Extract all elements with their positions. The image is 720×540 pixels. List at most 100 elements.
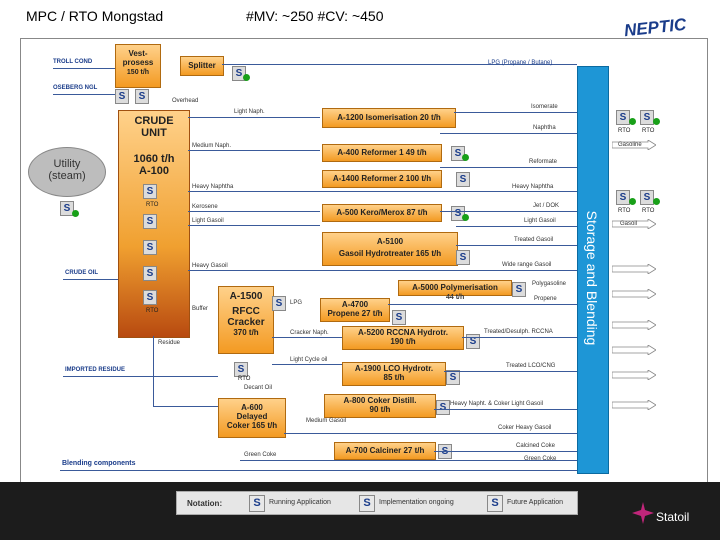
future-app-icon: S: [487, 495, 503, 512]
rto-label: RTO: [642, 208, 655, 214]
unit-a5100: A-5100 Gasoil Hydrotreater 165 t/h: [322, 232, 458, 266]
stream-medium-gasoil: Medium Gasoil: [306, 418, 347, 424]
input-crude-oil: CRUDE OIL: [65, 270, 98, 276]
stream-buffer: Buffer: [192, 306, 208, 312]
rto-label: RTO: [618, 128, 631, 134]
unit-a1900: A-1900 LCO Hydrotr. 85 t/h: [342, 362, 446, 386]
s-icon: S: [456, 172, 470, 187]
rs-reformate: Reformate: [529, 159, 558, 165]
rto-label: RTO: [146, 202, 159, 208]
s-icon: S: [135, 89, 149, 104]
legend-future: Future Application: [507, 499, 564, 506]
stream-green-coke: Green Coke: [244, 452, 277, 458]
unit-a4700: A-4700 Propene 27 t/h: [320, 298, 390, 322]
unit-a600-coker: A-600 Delayed Coker 165 t/h: [218, 398, 286, 438]
rs-light-gasoil: Light Gasoil: [524, 218, 556, 224]
s-icon: S: [60, 201, 74, 216]
status-dot: [629, 198, 636, 205]
stream-cracker-naph: Cracker Naph.: [290, 330, 329, 336]
stream-light-cycle: Light Cycle oil: [290, 357, 328, 363]
product-arrow: [612, 264, 656, 274]
unit-a700: A-700 Calciner 27 t/h: [334, 442, 436, 460]
status-dot: [243, 74, 250, 81]
rs-green-coke: Green Coke: [524, 456, 557, 462]
s-icon: S: [115, 89, 129, 104]
rs-naphtha: Naphtha: [533, 125, 556, 131]
s-icon: S: [143, 266, 157, 281]
s-icon: S: [456, 250, 470, 265]
rs-treated-lco: Treated LCO/CNG: [506, 363, 556, 369]
unit-a5000-rate: 44 t/h: [446, 294, 465, 301]
s-icon: S: [143, 290, 157, 305]
splitter-unit: Splitter: [180, 56, 224, 76]
legend-running: Running Application: [269, 499, 331, 506]
status-dot: [653, 198, 660, 205]
rs-wide-range: Wide range Gasoil: [502, 262, 552, 268]
notation-legend: Notation: S Running Application S Implem…: [176, 491, 578, 515]
rs-propene: Propene: [534, 296, 557, 302]
utility-steam: Utility (steam): [28, 147, 106, 197]
gasoline-arrow: [612, 140, 656, 150]
stream-kerosene: Kerosene: [192, 204, 218, 210]
unit-a1200: A-1200 Isomerisation 20 t/h: [322, 108, 456, 128]
s-icon: S: [143, 184, 157, 199]
input-troll-cond: TROLL COND: [53, 59, 93, 65]
rto-label: RTO: [642, 128, 655, 134]
s-icon: S: [451, 146, 465, 161]
stream-residue: Residue: [158, 340, 181, 346]
blending-components: Blending components: [62, 460, 136, 467]
rs-polygasoline: Polygasoline: [532, 281, 567, 287]
vest-prosess-unit: Vest- prosess 150 t/h: [115, 44, 161, 88]
s-icon: S: [640, 110, 654, 125]
s-icon: S: [143, 240, 157, 255]
product-gasoline: Gasoline: [618, 142, 642, 148]
status-dot: [462, 214, 469, 221]
status-dot: [629, 118, 636, 125]
product-gasoil: Gasoil: [620, 221, 638, 227]
product-arrow: [612, 345, 656, 355]
status-dot: [462, 154, 469, 161]
rto-label: RTO: [618, 208, 631, 214]
stream-medium-naph: Medium Naph.: [192, 143, 232, 149]
implementation-icon: S: [359, 495, 375, 512]
stream-lpg-top: LPG (Propane / Butane): [488, 60, 553, 66]
storage-blending-label: Storage and Blending: [584, 210, 600, 346]
s-icon: S: [392, 310, 406, 325]
s-icon: S: [512, 282, 526, 297]
rto-label: RTO: [146, 308, 159, 314]
stream-light-gasoil: Light Gasoil: [192, 218, 224, 224]
s-icon: S: [616, 190, 630, 205]
unit-a5200: A-5200 RCCNA Hydrotr. 190 t/h: [342, 326, 464, 350]
rs-heavy-naphtha: Heavy Naphtha: [512, 184, 554, 190]
rs-treated-desulph: Treated/Desulph. RCCNA: [484, 329, 553, 335]
unit-a400: A-400 Reformer 1 49 t/h: [322, 144, 442, 162]
product-arrow: [612, 289, 656, 299]
rto-label: RTO: [238, 376, 251, 382]
mv-cv-count: #MV: ~250 #CV: ~450: [246, 8, 384, 24]
input-oseberg-ngl: OSEBERG NGL: [53, 85, 98, 91]
stream-heavy-gasoil: Heavy Gasoil: [192, 263, 228, 269]
statoil-star-icon: [632, 502, 654, 529]
product-arrow: [612, 400, 656, 410]
utility-line2: (steam): [48, 170, 86, 182]
rs-jet: Jet / DOK: [533, 203, 560, 209]
s-icon: S: [436, 400, 450, 415]
rs-treated-gasoil: Treated Gasoil: [514, 237, 554, 243]
utility-line1: Utility: [53, 158, 81, 170]
s-icon: S: [143, 214, 157, 229]
stream-overhead: Overhead: [172, 98, 199, 104]
legend-implementation: Implementation ongoing: [379, 499, 454, 506]
storage-blending-block: [577, 66, 609, 474]
rs-isomerate: Isomerate: [531, 104, 558, 110]
statoil-brand: Statoil: [656, 510, 690, 524]
status-dot: [653, 118, 660, 125]
stream-heavy-naphtha: Heavy Naphtha: [192, 184, 234, 190]
stream-decant: Decant Oil: [244, 385, 273, 391]
unit-a1500-rfcc: A-1500 RFCC Cracker 370 t/h: [218, 286, 274, 354]
product-arrow: [612, 370, 656, 380]
stream-light-naph: Light Naph.: [234, 109, 265, 115]
unit-a1400: A-1400 Reformer 2 100 t/h: [322, 170, 442, 188]
stream-lpg: LPG: [290, 300, 303, 306]
unit-a5000: A-5000 Polymerisation: [398, 280, 512, 296]
s-icon: S: [616, 110, 630, 125]
